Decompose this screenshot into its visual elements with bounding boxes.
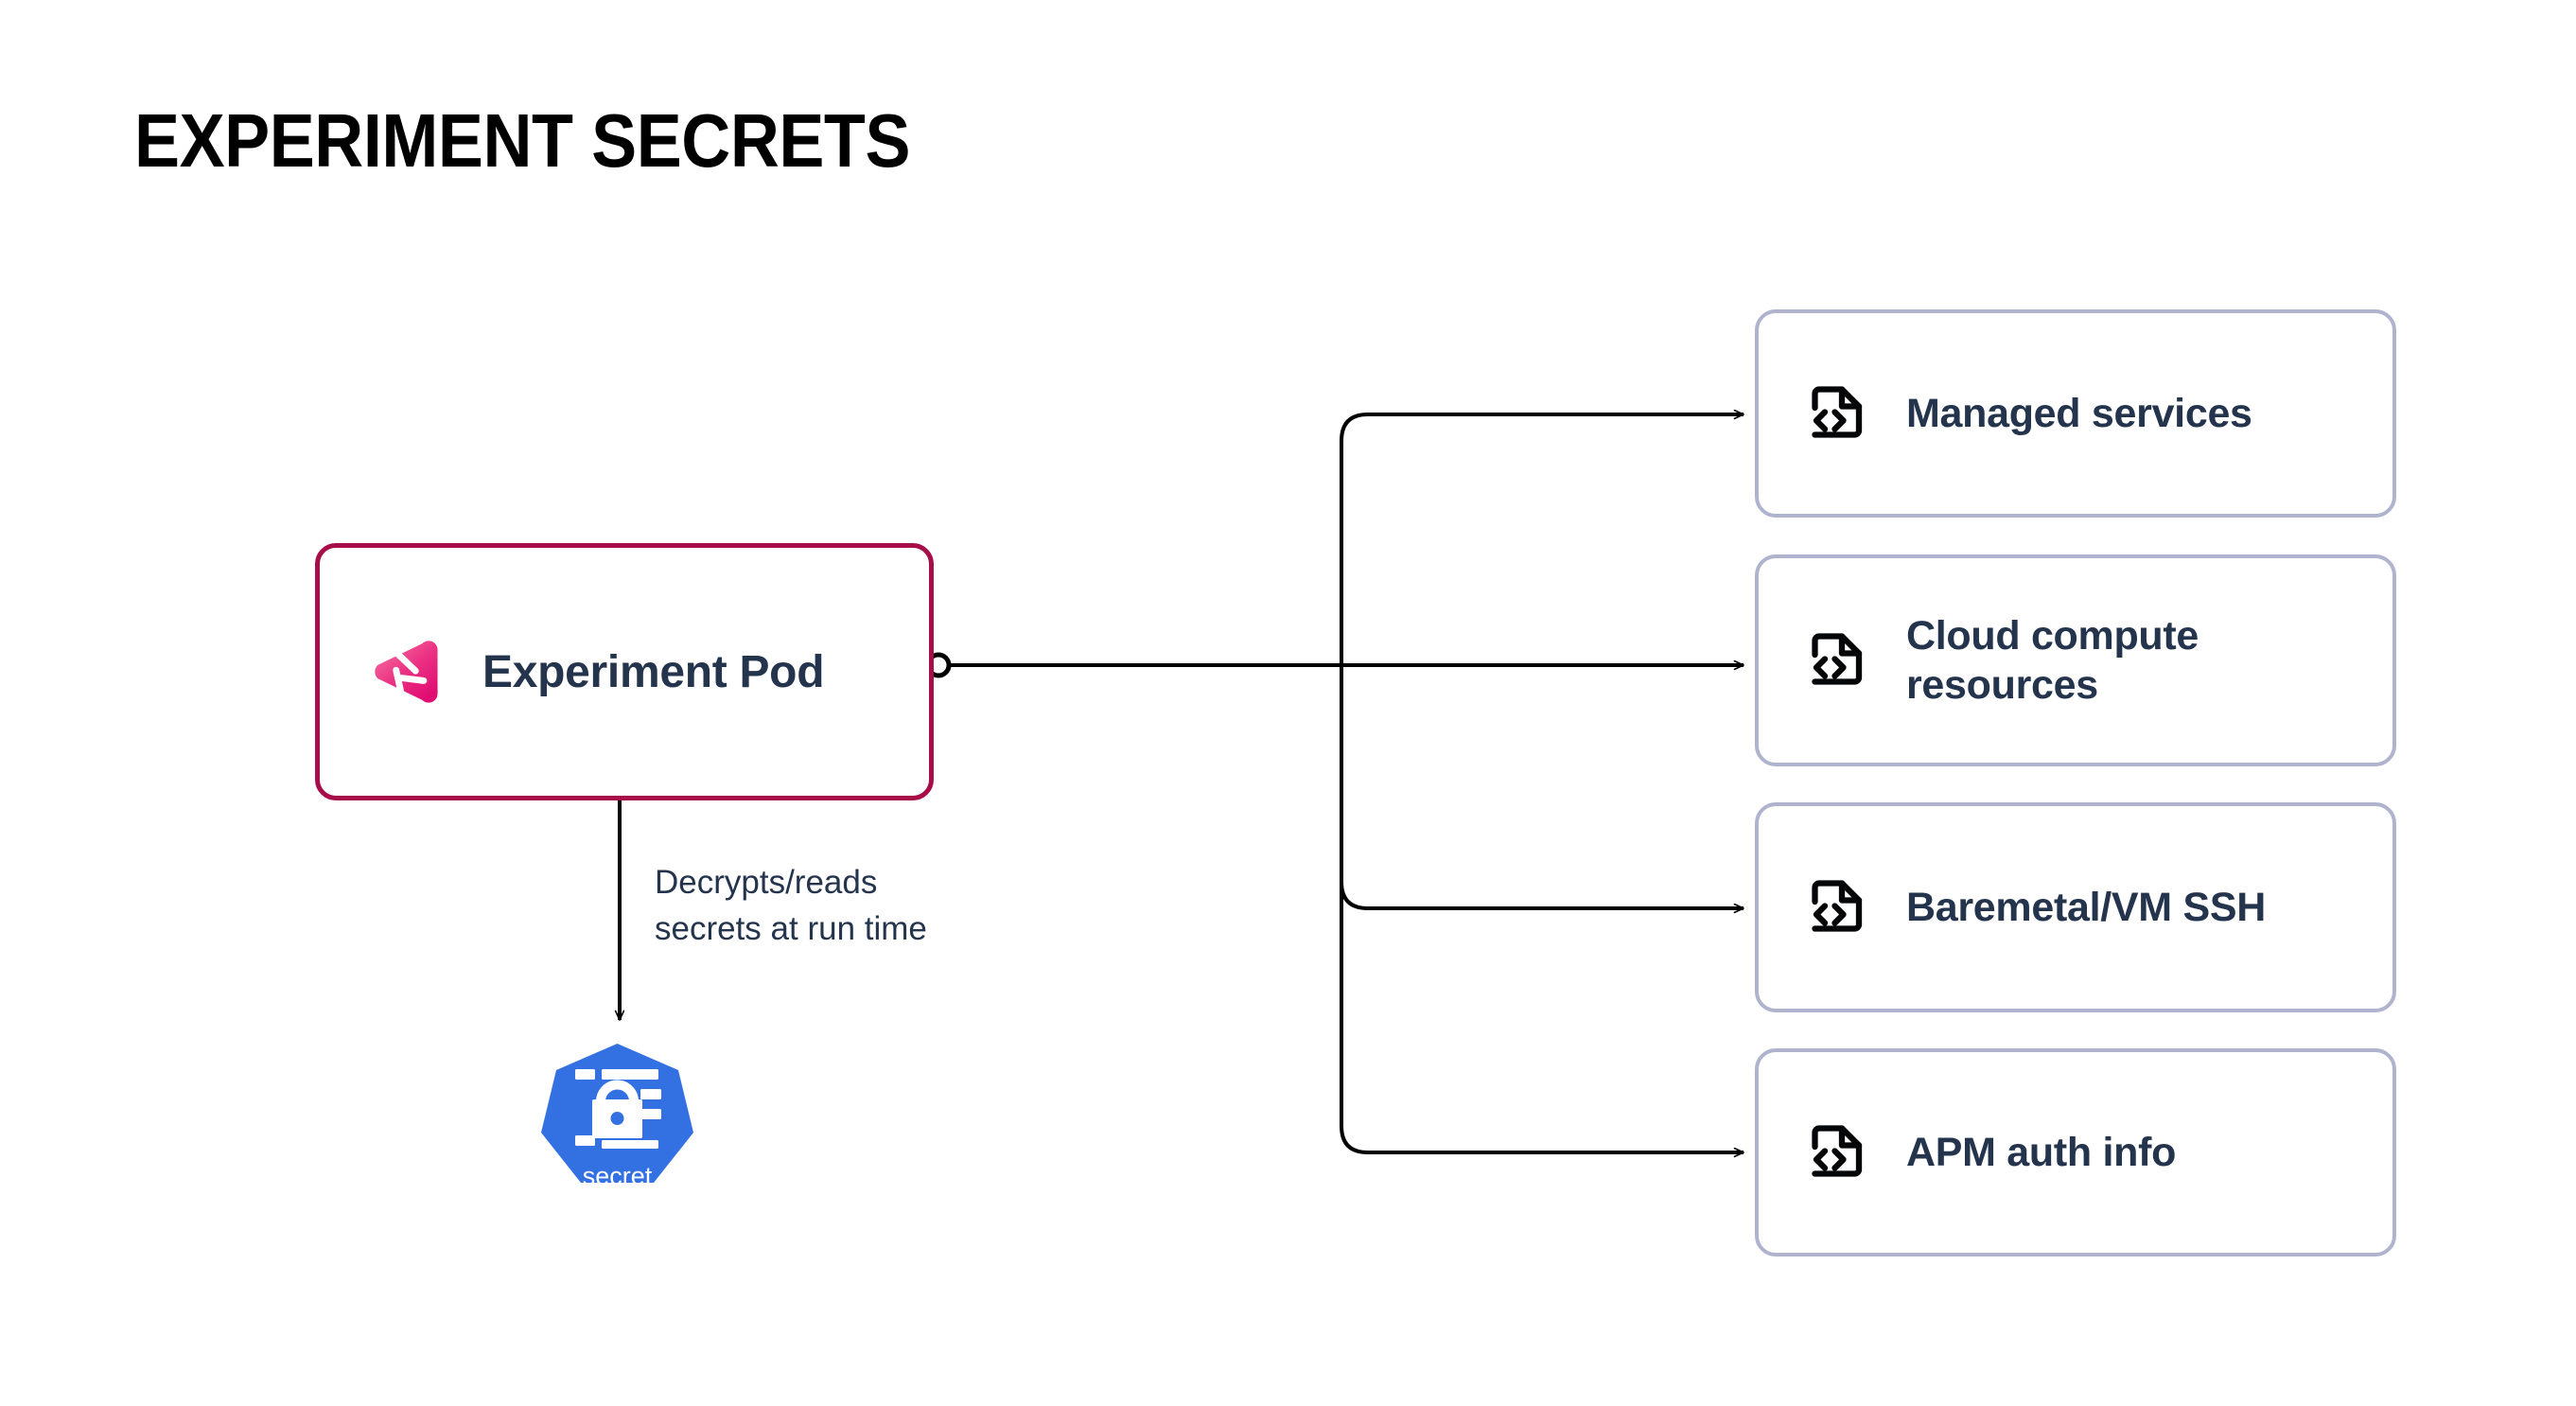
- target-card-apm-auth-info[interactable]: APM auth info: [1755, 1048, 2396, 1257]
- target-card-label: APM auth info: [1906, 1130, 2177, 1175]
- gremlin-logo-icon: [365, 631, 447, 712]
- kubernetes-secret-node[interactable]: secret: [534, 1041, 700, 1209]
- file-code-icon: [1802, 1118, 1870, 1186]
- edge-label-decrypts-reads: Decrypts/reads secrets at run time: [655, 864, 927, 947]
- file-code-icon: [1802, 379, 1870, 448]
- page-title: EXPERIMENT SECRETS: [134, 98, 911, 183]
- kubernetes-secret-icon: [541, 1044, 693, 1183]
- experiment-pod-label: Experiment Pod: [482, 646, 825, 697]
- experiment-pod-node[interactable]: Experiment Pod: [315, 543, 934, 800]
- edge-branch-arrows: [1340, 414, 1744, 1152]
- file-code-icon: [1802, 873, 1870, 941]
- target-card-label: Cloud compute resources: [1906, 613, 2199, 708]
- target-card-label: Baremetal/VM SSH: [1906, 885, 2266, 930]
- kubernetes-secret-label: secret: [583, 1162, 653, 1190]
- target-card-cloud-compute-resources[interactable]: Cloud compute resources: [1755, 554, 2396, 766]
- file-code-icon: [1802, 626, 1870, 694]
- target-card-label: Managed services: [1906, 391, 2252, 436]
- target-card-baremetal-vm-ssh[interactable]: Baremetal/VM SSH: [1755, 802, 2396, 1012]
- edge-pod-to-branch: [925, 652, 1341, 678]
- target-card-managed-services[interactable]: Managed services: [1755, 309, 2396, 518]
